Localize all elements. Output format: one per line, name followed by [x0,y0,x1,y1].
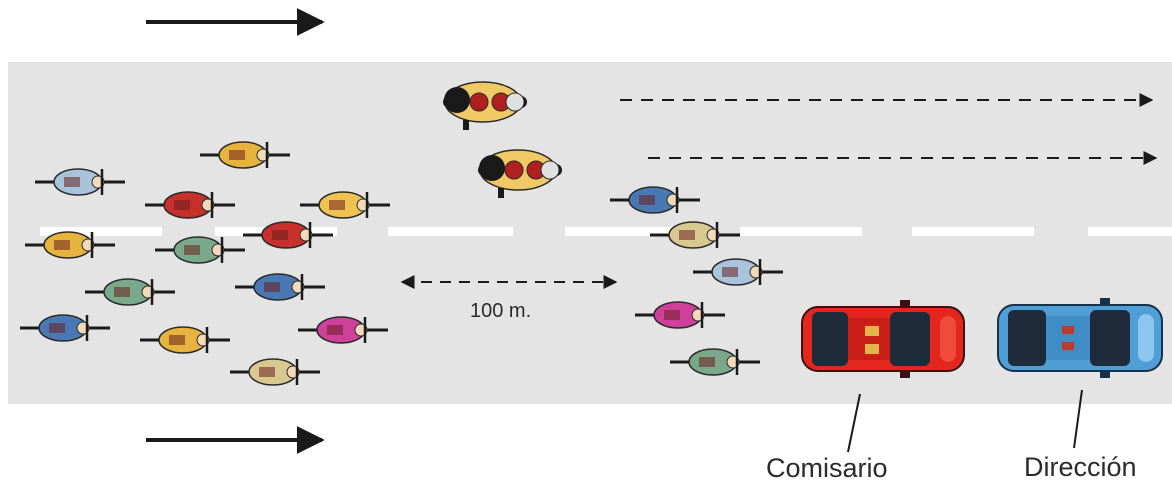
commissaire-car-label: Comisario [766,453,888,483]
direction-pointer [1073,389,1083,449]
direction-car-icon [997,298,1163,378]
distance-label: 100 m. [470,300,532,322]
direction-car-label: Dirección [1024,452,1137,482]
commissaire-pointer [847,393,861,453]
commissaire-car-icon [801,300,965,378]
